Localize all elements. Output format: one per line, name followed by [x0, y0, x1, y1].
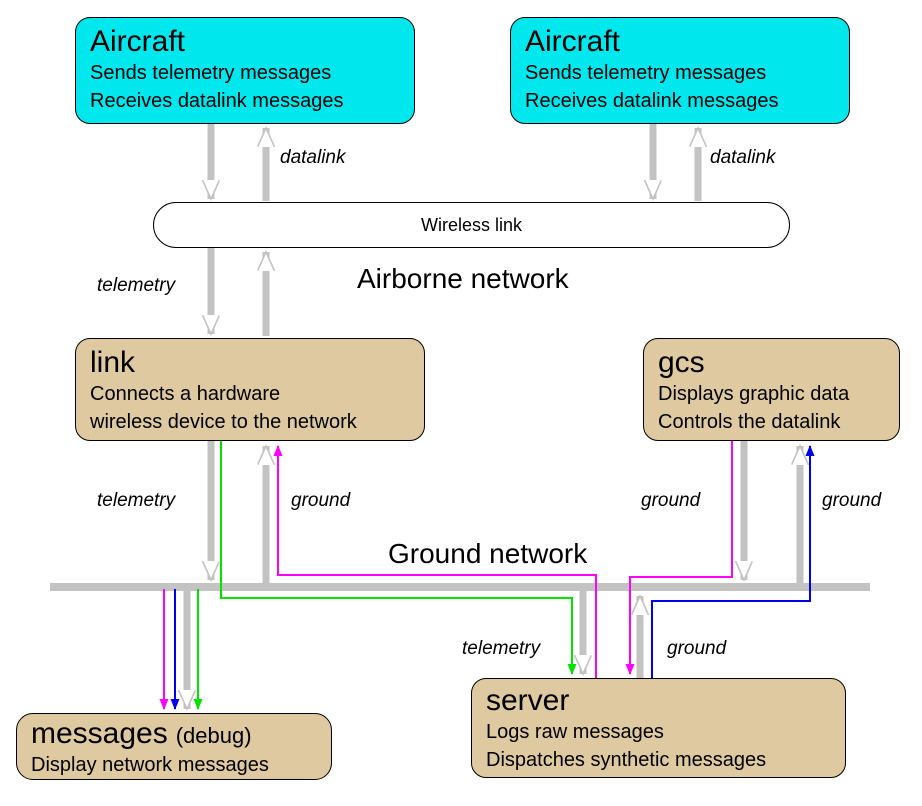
edge-label-ground-server-bus: ground — [667, 638, 727, 659]
flow-gcs-to-server — [625, 441, 733, 675]
flow-server-to-gcs — [651, 445, 815, 678]
node-server: server Logs raw messages Dispatches synt… — [471, 678, 846, 778]
edge-label-ground-gcs-bus: ground — [641, 490, 701, 511]
node-server-line-1: Logs raw messages — [486, 721, 664, 743]
node-aircraft-1-line-2: Receives datalink messages — [90, 90, 344, 112]
node-messages-debug-suffix: (debug) — [175, 723, 252, 748]
edge-label-ground-bus-link: ground — [291, 490, 351, 511]
flow-telemetry-link-to-server — [220, 441, 577, 675]
section-label-airborne-network: Airborne network — [357, 263, 569, 294]
node-link-line-2: wireless device to the network — [90, 411, 357, 433]
node-wireless-link: Wireless link — [153, 202, 790, 248]
node-gcs-line-2: Controls the datalink — [658, 411, 841, 433]
edge-label-telemetry-bus-server: telemetry — [462, 638, 541, 659]
edge-label-datalink-right: datalink — [710, 147, 776, 168]
node-server-title: server — [486, 684, 570, 717]
node-aircraft-2-title: Aircraft — [525, 25, 621, 58]
node-wireless-link-label: Wireless link — [420, 214, 522, 235]
edge-label-datalink-left: datalink — [280, 147, 346, 168]
node-link-title: link — [90, 346, 136, 379]
node-aircraft-1-line-1: Sends telemetry messages — [90, 62, 332, 84]
node-messages: messages (debug) Display network message… — [16, 713, 332, 780]
node-aircraft-2-line-2: Receives datalink messages — [525, 90, 779, 112]
node-aircraft-2: Aircraft Sends telemetry messages Receiv… — [510, 17, 850, 124]
node-server-line-2: Dispatches synthetic messages — [486, 749, 767, 771]
section-label-ground-network: Ground network — [388, 538, 588, 569]
node-gcs: gcs Displays graphic data Controls the d… — [643, 338, 900, 441]
edge-label-telemetry-airborne: telemetry — [97, 275, 176, 296]
node-gcs-title: gcs — [658, 346, 705, 379]
ground-network-bus-bar — [50, 583, 870, 591]
node-aircraft-2-line-1: Sends telemetry messages — [525, 62, 767, 84]
node-link: link Connects a hardware wireless device… — [75, 338, 425, 441]
node-messages-line-1: Display network messages — [31, 754, 269, 776]
flow-server-to-link — [273, 445, 597, 678]
node-gcs-line-1: Displays graphic data — [658, 383, 850, 405]
edge-label-ground-bus-gcs: ground — [822, 490, 882, 511]
node-link-line-1: Connects a hardware — [90, 383, 281, 405]
edge-label-telemetry-link-bus: telemetry — [97, 490, 176, 511]
node-aircraft-1-title: Aircraft — [90, 25, 186, 58]
node-messages-title: messages — [31, 717, 168, 750]
node-aircraft-1: Aircraft Sends telemetry messages Receiv… — [75, 17, 415, 124]
